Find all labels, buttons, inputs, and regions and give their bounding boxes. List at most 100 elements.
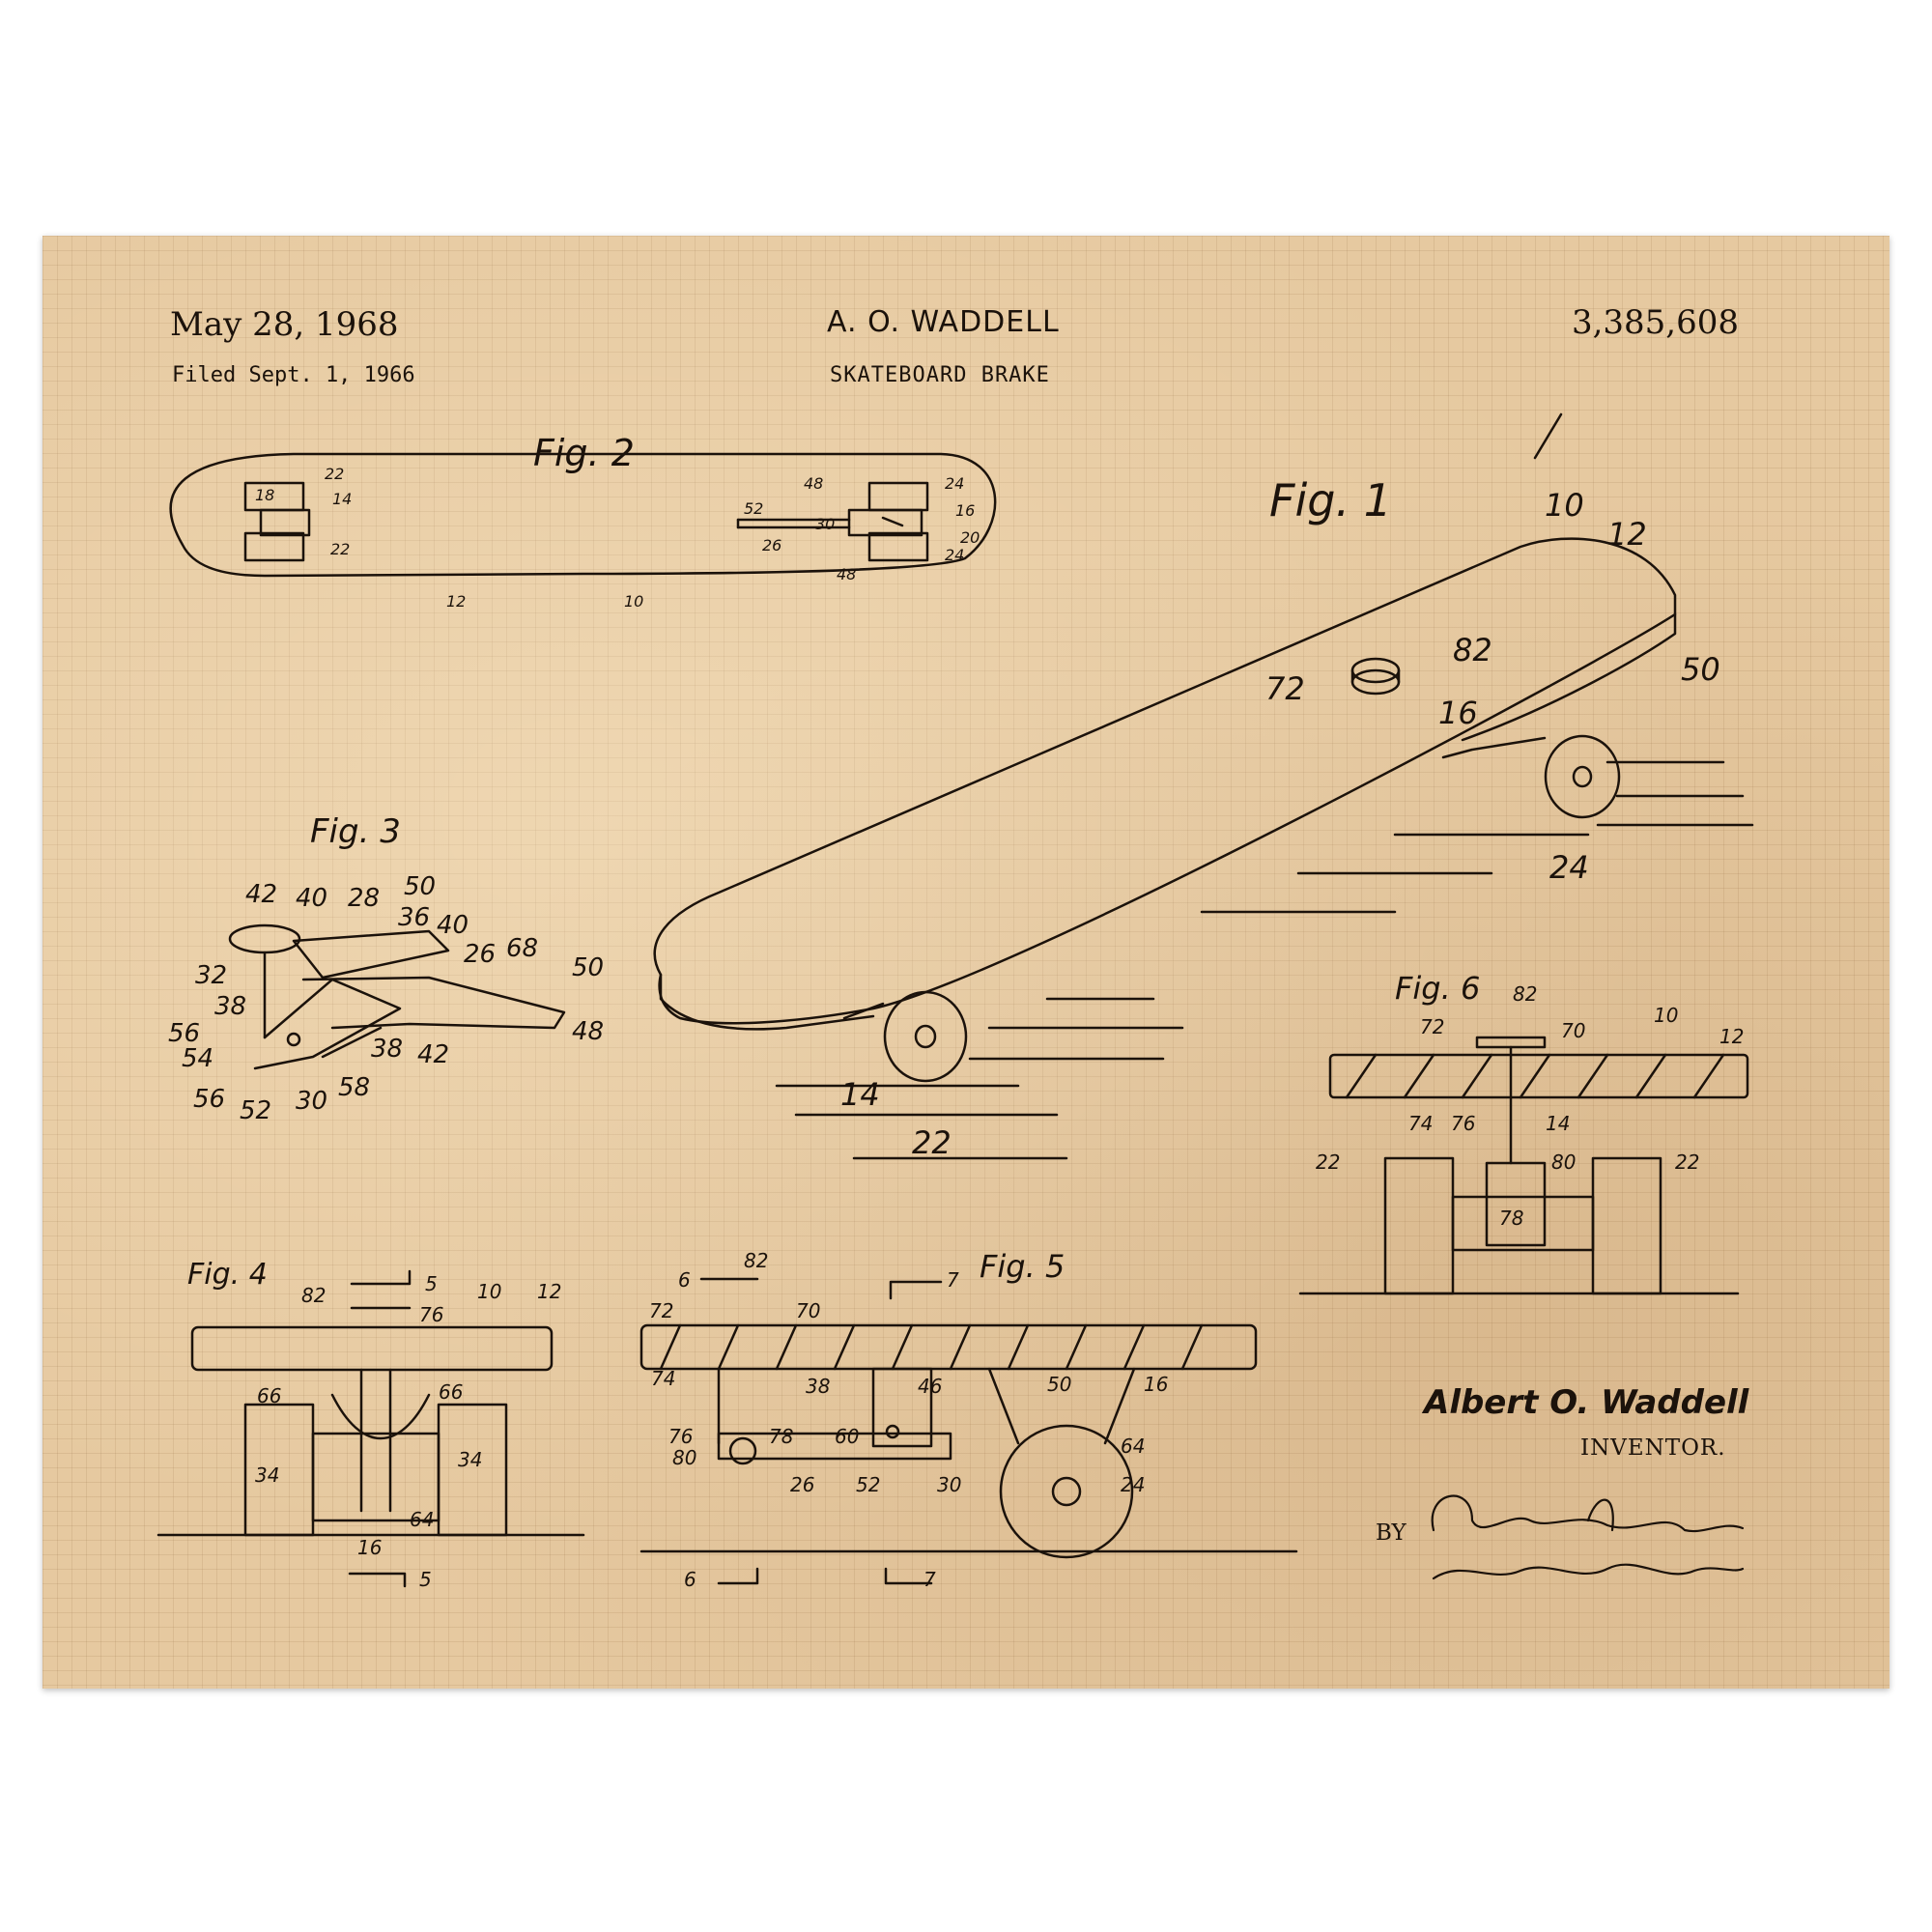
fig6-caption: Fig. 6 xyxy=(1395,970,1480,1007)
callout: 40 xyxy=(296,884,327,913)
callout: 16 xyxy=(1438,695,1478,731)
callout: 6 xyxy=(684,1568,696,1591)
callout: 60 xyxy=(835,1425,859,1448)
callout: 48 xyxy=(837,565,856,583)
attorney-signature xyxy=(1431,1494,1745,1580)
patent-number: 3,385,608 xyxy=(1571,303,1739,342)
callout: 54 xyxy=(182,1044,213,1073)
callout: 14 xyxy=(1546,1112,1570,1135)
callout: 30 xyxy=(937,1473,961,1496)
callout: 42 xyxy=(245,880,277,909)
callout: 80 xyxy=(1551,1151,1576,1174)
callout: 70 xyxy=(796,1299,820,1322)
callout: 66 xyxy=(257,1384,281,1407)
callout: 50 xyxy=(1681,651,1720,688)
callout: 50 xyxy=(404,872,436,901)
callout: 34 xyxy=(458,1448,482,1471)
callout: 82 xyxy=(744,1249,768,1272)
callout: 22 xyxy=(1675,1151,1699,1174)
callout: 64 xyxy=(410,1508,434,1531)
fig1-drawing xyxy=(653,412,1754,1160)
callout: 76 xyxy=(668,1425,693,1448)
callout: 10 xyxy=(624,592,643,611)
callout: 30 xyxy=(296,1087,327,1116)
callout: 26 xyxy=(762,536,781,554)
callout: 10 xyxy=(477,1280,501,1303)
callout: 22 xyxy=(1316,1151,1340,1174)
patent-drawing: Fig. 2 Fig. 1 Fig. 3 Fig. 4 Fig. 5 Fig. … xyxy=(156,412,1754,1591)
callout: 74 xyxy=(1408,1112,1433,1135)
callout: 12 xyxy=(446,592,466,611)
fig4-caption: Fig. 4 xyxy=(187,1258,268,1292)
callout: 50 xyxy=(1047,1373,1071,1396)
callout: 36 xyxy=(398,903,430,932)
callout: 52 xyxy=(240,1096,271,1125)
callout: 72 xyxy=(649,1299,673,1322)
callout: 82 xyxy=(1453,632,1492,668)
callout: 24 xyxy=(945,474,964,493)
callout: 52 xyxy=(744,499,763,518)
callout: 70 xyxy=(1561,1019,1585,1042)
callout: 7 xyxy=(923,1568,936,1591)
fig2-caption: Fig. 2 xyxy=(533,432,635,474)
callout: 22 xyxy=(325,465,344,483)
callout: 12 xyxy=(537,1280,561,1303)
by-label: BY xyxy=(1376,1520,1406,1546)
callout: 38 xyxy=(806,1375,830,1398)
callout: 20 xyxy=(960,528,980,547)
callout: 26 xyxy=(790,1473,814,1496)
callout: 76 xyxy=(1451,1112,1475,1135)
callout: 5 xyxy=(425,1272,438,1295)
callout: 10 xyxy=(1654,1004,1678,1027)
callout: 34 xyxy=(255,1463,279,1487)
callout: 56 xyxy=(193,1085,225,1114)
callout: 64 xyxy=(1121,1435,1145,1458)
fig3-drawing xyxy=(228,923,566,1070)
inventor-label: INVENTOR. xyxy=(1580,1435,1726,1461)
callout: 22 xyxy=(912,1124,952,1161)
callout: 48 xyxy=(804,474,823,493)
patent-sheet: Fig. 2 Fig. 1 Fig. 3 Fig. 4 Fig. 5 Fig. … xyxy=(43,236,1889,1689)
fig2-drawing xyxy=(169,452,997,578)
callout: 78 xyxy=(769,1425,793,1448)
fig4-drawing xyxy=(156,1269,585,1588)
callout: 16 xyxy=(1144,1373,1168,1396)
callout: 26 xyxy=(464,940,496,969)
callout: 58 xyxy=(338,1073,370,1102)
callout: 48 xyxy=(572,1017,604,1046)
callout: 10 xyxy=(1545,487,1584,524)
callout: 14 xyxy=(840,1076,880,1113)
callout: 72 xyxy=(1265,670,1305,707)
callout: 50 xyxy=(572,953,604,982)
callout: 40 xyxy=(437,911,469,940)
callout: 82 xyxy=(301,1284,326,1307)
callout: 76 xyxy=(419,1303,443,1326)
fig5-drawing xyxy=(639,1277,1298,1585)
callout: 68 xyxy=(506,934,538,963)
filed-date: Filed Sept. 1, 1966 xyxy=(172,363,415,387)
callout: 18 xyxy=(255,486,274,504)
callout: 24 xyxy=(1549,849,1589,886)
callout: 16 xyxy=(357,1536,382,1559)
callout: 7 xyxy=(947,1268,959,1292)
callout: 74 xyxy=(651,1367,675,1390)
callout: 12 xyxy=(1607,516,1647,553)
callout: 56 xyxy=(168,1019,200,1048)
fig3-caption: Fig. 3 xyxy=(310,812,401,851)
callout: 5 xyxy=(419,1568,432,1591)
callout: 12 xyxy=(1719,1025,1744,1048)
fig5-caption: Fig. 5 xyxy=(980,1248,1065,1285)
callout: 32 xyxy=(195,961,227,990)
callout: 28 xyxy=(348,884,380,913)
inventor-header: A. O. WADDELL xyxy=(827,305,1060,339)
inventor-signature-name: Albert O. Waddell xyxy=(1424,1383,1749,1422)
callout: 66 xyxy=(439,1380,463,1404)
callout: 52 xyxy=(856,1473,880,1496)
patent-title: SKATEBOARD BRAKE xyxy=(830,363,1050,387)
callout: 16 xyxy=(955,501,975,520)
patent-date: May 28, 1968 xyxy=(170,305,399,344)
callout: 14 xyxy=(332,490,352,508)
callout: 42 xyxy=(417,1040,449,1069)
callout: 24 xyxy=(1121,1473,1145,1496)
callout: 46 xyxy=(918,1375,942,1398)
